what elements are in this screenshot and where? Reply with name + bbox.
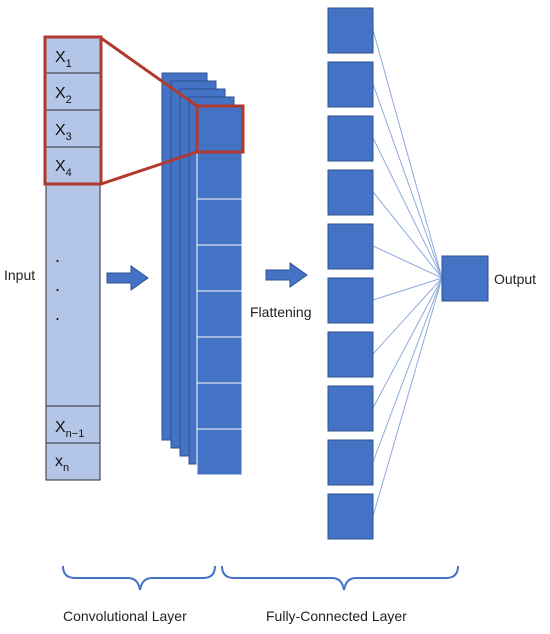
fc-node bbox=[327, 115, 374, 162]
input-cell-xn: xn bbox=[55, 453, 69, 474]
input-cell-x2: X2 bbox=[55, 85, 72, 106]
arrow-icon bbox=[106, 265, 149, 291]
feature-map-cell bbox=[196, 198, 243, 246]
feature-map-cell bbox=[196, 244, 243, 292]
convolutional-layer-label: Convolutional Layer bbox=[63, 608, 187, 624]
output-node bbox=[441, 255, 489, 302]
feature-map-cell bbox=[196, 336, 243, 384]
fully-connected-nodes bbox=[327, 7, 374, 540]
fc-node bbox=[327, 385, 374, 432]
fc-node bbox=[327, 169, 374, 216]
fc-node bbox=[327, 7, 374, 54]
fc-node bbox=[327, 61, 374, 108]
flattening-label: Flattening bbox=[250, 304, 311, 320]
fc-node bbox=[327, 439, 374, 486]
kernel-projection-bottom bbox=[100, 150, 198, 186]
feature-map-front bbox=[196, 106, 243, 476]
input-cell-x3: X3 bbox=[55, 122, 72, 143]
input-cell-x1: X1 bbox=[55, 49, 72, 70]
convolutional-layer-brace bbox=[62, 565, 216, 591]
feature-map-cell bbox=[196, 428, 243, 476]
ellipsis-dot-2: . bbox=[55, 275, 60, 295]
arrow-icon bbox=[265, 262, 308, 288]
input-highlight-box bbox=[43, 35, 103, 186]
input-cell-x4: X4 bbox=[55, 158, 72, 179]
feature-map-cell bbox=[196, 382, 243, 430]
input-label: Input bbox=[4, 267, 35, 283]
ellipsis-dot-3: . bbox=[55, 304, 60, 324]
ellipsis-dot-1: . bbox=[55, 246, 60, 266]
output-label: Output bbox=[494, 271, 536, 287]
feature-map-highlight-box bbox=[195, 104, 245, 154]
kernel-projection-top bbox=[100, 36, 198, 108]
fully-connected-layer-brace bbox=[221, 565, 459, 591]
fully-connected-layer-label: Fully-Connected Layer bbox=[266, 608, 407, 624]
fc-node bbox=[327, 493, 374, 540]
fc-node bbox=[327, 331, 374, 378]
feature-map-cell bbox=[196, 106, 243, 154]
fc-node bbox=[327, 223, 374, 270]
input-cell-xn-minus-1: Xn−1 bbox=[55, 419, 84, 440]
feature-map-cell bbox=[196, 290, 243, 338]
input-vector: X1 X2 X3 X4 . . . Xn−1 xn bbox=[43, 35, 103, 481]
fc-node bbox=[327, 277, 374, 324]
fully-connected-links bbox=[372, 29, 443, 517]
feature-map-cell bbox=[196, 152, 243, 200]
